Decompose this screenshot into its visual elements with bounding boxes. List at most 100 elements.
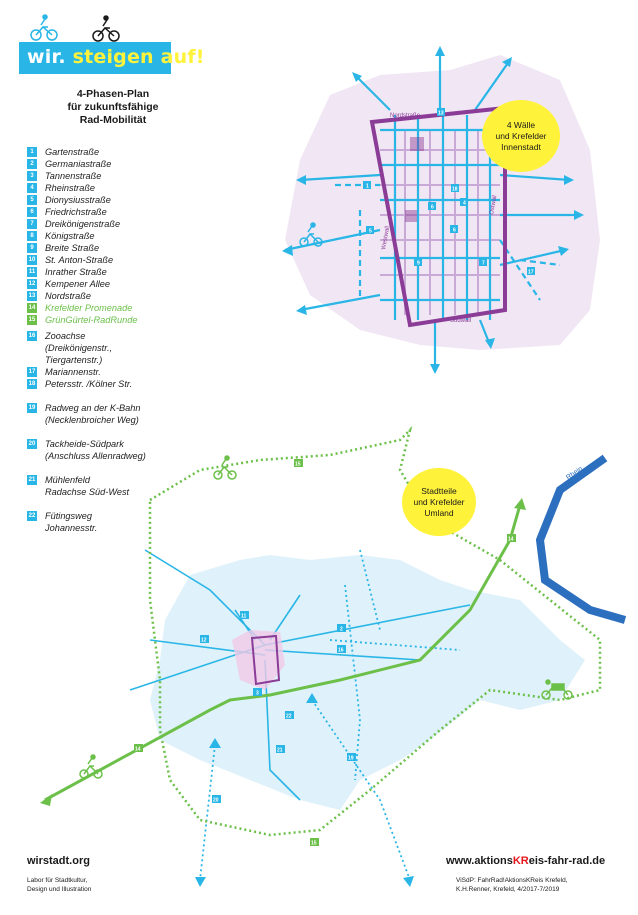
svg-text:3: 3 — [256, 691, 259, 697]
legend-number: 14 — [27, 303, 37, 313]
svg-text:15: 15 — [295, 462, 301, 468]
legend-number: 6 — [27, 207, 37, 217]
url-kr: KR — [512, 855, 529, 867]
legend-number: 11 — [27, 267, 37, 277]
bicycle-icon-green-1 — [79, 754, 103, 779]
svg-text:6: 6 — [431, 205, 434, 211]
legend-number: 22 — [27, 511, 37, 521]
svg-text:13: 13 — [438, 111, 444, 117]
legend-label: Germaniastraße — [45, 159, 112, 169]
svg-text:2: 2 — [340, 627, 343, 633]
promenade-arrow-w — [40, 794, 52, 806]
legend-number: 17 — [27, 367, 37, 377]
svg-text:12: 12 — [201, 638, 207, 644]
footer-left-sub: Labor für Stadtkultur, Design und Illust… — [27, 877, 92, 893]
promenade-route — [44, 504, 522, 802]
svg-text:21: 21 — [277, 748, 283, 754]
legend-item: 14 Krefelder Promenade — [27, 302, 227, 314]
legend-number: 7 — [27, 219, 37, 229]
legend-label: Zooachse (Dreikönigenstr., Tiergartenstr… — [45, 331, 113, 365]
logo-banner — [19, 42, 171, 74]
legend-item: 5 Dionysiusstraße — [27, 194, 227, 206]
legend-label: Fütingsweg Johannesstr. — [45, 511, 98, 533]
legend-label: Königstraße — [45, 231, 95, 241]
svg-text:16: 16 — [338, 648, 344, 654]
svg-text:14: 14 — [135, 747, 141, 753]
svg-text:18: 18 — [452, 187, 458, 193]
plan-title: 4-Phasen-Plan für zukunftsfähige Rad-Mob… — [67, 88, 159, 126]
city-routes-dotted — [199, 549, 461, 881]
logo: wir. steigen auf! — [27, 46, 205, 68]
svg-text:1: 1 — [366, 184, 369, 190]
inner-routes — [284, 50, 580, 370]
svg-text:22: 22 — [286, 714, 292, 720]
bicycle-icon-logo-1 — [30, 14, 58, 41]
legend-item: 20 Tackheide-Südpark (Anschluss Allenradw… — [27, 438, 227, 462]
svg-text:17: 17 — [528, 270, 534, 276]
rhein-river — [535, 454, 627, 624]
wall-east-label: Ostwall — [489, 195, 498, 215]
svg-text:6: 6 — [453, 228, 456, 234]
legend-label: Dionysiusstraße — [45, 195, 111, 205]
legend-label: Dreikönigenstraße — [45, 219, 121, 229]
legend-number: 12 — [27, 279, 37, 289]
legend-label: Mariannenstr. — [45, 367, 101, 377]
legend-item: 1 Gartenstraße — [27, 146, 227, 158]
footer-site-link[interactable]: wirstadt.org — [27, 855, 90, 867]
city-routes — [129, 549, 471, 801]
legend-number: 13 — [27, 291, 37, 301]
legend-label: Radweg an der K-Bahn (Necklenbroicher We… — [45, 403, 141, 425]
legend-label: Gartenstraße — [45, 147, 100, 157]
legend-number: 1 — [27, 147, 37, 157]
legend-item: 18 Petersstr. /Kölner Str. — [27, 378, 227, 390]
legend-label: GrünGürtel-RadRunde — [45, 315, 138, 325]
inner-markers: 13 1 5 6 18 4 6 9 7 17 — [363, 108, 535, 276]
wall-north-label: Nordstraße — [390, 113, 421, 119]
logo-part2: steigen auf! — [72, 46, 205, 68]
svg-text:11: 11 — [241, 614, 247, 620]
cargo-bike-icon — [541, 679, 573, 700]
svg-text:9: 9 — [417, 261, 420, 267]
legend-item: 17 Mariannenstr. — [27, 366, 227, 378]
city-arrowheads — [195, 693, 414, 887]
legend-label: Petersstr. /Kölner Str. — [45, 379, 133, 389]
legend-item: 22 Fütingsweg Johannesstr. — [27, 510, 227, 534]
legend-number: 5 — [27, 195, 37, 205]
legend-number: 20 — [27, 439, 37, 449]
svg-text:7: 7 — [482, 261, 485, 267]
svg-text:15: 15 — [311, 841, 317, 847]
bicycle-icon-logo-2 — [92, 15, 120, 42]
footer-url-link[interactable]: www.aktionsKReis-fahr-rad.de — [446, 855, 605, 867]
legend-label: Breite Straße — [45, 243, 100, 253]
svg-text:5: 5 — [369, 229, 372, 235]
svg-text:20: 20 — [213, 798, 219, 804]
legend-item: 16 Zooachse (Dreikönigenstr., Tiergartens… — [27, 330, 227, 366]
url-post: eis-fahr-rad.de — [528, 855, 606, 867]
footer-right-sub: ViSdP: FahrRad!AktionsKReis Krefeld, K.H… — [456, 877, 568, 893]
legend-number: 19 — [27, 403, 37, 413]
four-walls — [369, 105, 507, 328]
legend-number: 21 — [27, 475, 37, 485]
legend-item: 19 Radweg an der K-Bahn (Necklenbroicher … — [27, 402, 227, 426]
legend-label: Friedrichstraße — [45, 207, 107, 217]
legend-number: 18 — [27, 379, 37, 389]
legend-label: Krefelder Promenade — [45, 303, 133, 313]
mini-innenstadt — [232, 630, 285, 690]
legend-number: 16 — [27, 331, 37, 341]
bicycle-icon — [299, 222, 323, 247]
inner-streets — [380, 130, 500, 315]
legend-label: Tackheide-Südpark (Anschluss Allenradweg… — [45, 439, 146, 461]
legend-number: 9 — [27, 243, 37, 253]
legend-number: 10 — [27, 255, 37, 265]
legend-item: 9 Breite Straße — [27, 242, 227, 254]
legend-item: 6 Friedrichstraße — [27, 206, 227, 218]
legend-label: Inrather Straße — [45, 267, 107, 277]
legend-item: 11 Inrather Straße — [27, 266, 227, 278]
legend-item: 7 Dreikönigenstraße — [27, 218, 227, 230]
legend-number: 4 — [27, 183, 37, 193]
